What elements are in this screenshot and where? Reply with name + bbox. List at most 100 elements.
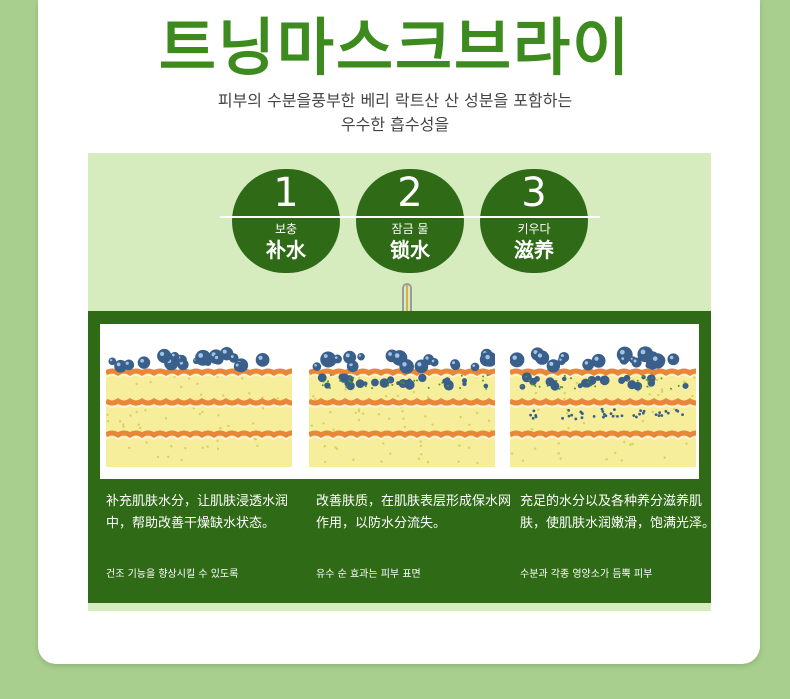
skin-layer-highlight	[510, 436, 696, 440]
texture-dot	[631, 442, 634, 446]
texture-dot	[219, 427, 222, 430]
bubble-highlight	[230, 355, 234, 358]
deep-bubble	[658, 411, 662, 415]
texture-dot	[419, 444, 423, 448]
steps-content-band: 补充肌肤水分，让肌肤浸透水润中，帮助改善干燥缺水状态。 改善肤质，在肌肤表层形成…	[88, 311, 715, 603]
deep-bubble	[675, 408, 678, 412]
skin-layers-illustration-2	[309, 348, 495, 467]
texture-dot	[227, 424, 230, 428]
bubble-highlight	[116, 362, 121, 367]
water-bubble	[137, 356, 151, 369]
nutrient-dot	[563, 374, 566, 377]
bubble-highlight	[512, 355, 517, 360]
deep-bubble	[600, 407, 604, 411]
water-bubble	[255, 352, 270, 367]
water-bubble	[534, 376, 540, 382]
skin-layer-line	[510, 397, 696, 406]
nutrient-dot	[642, 375, 645, 378]
nutrient-dot	[349, 381, 352, 384]
deep-bubble	[534, 415, 538, 419]
texture-dot	[139, 426, 142, 430]
nutrient-dot	[627, 379, 630, 382]
skin-layer-highlight	[106, 374, 292, 378]
nutrient-dot	[446, 384, 449, 387]
water-bubble	[591, 353, 606, 368]
texture-dot	[256, 444, 259, 448]
texture-dot	[122, 425, 125, 428]
texture-dot	[310, 424, 314, 427]
texture-dot	[672, 407, 676, 411]
skin-layers-illustration-1	[106, 346, 292, 467]
water-bubble	[443, 380, 454, 391]
nutrient-dot	[402, 382, 405, 385]
nutrient-dot	[349, 376, 352, 379]
texture-dot	[196, 382, 199, 386]
water-bubble	[647, 379, 656, 387]
texture-dot	[691, 394, 694, 398]
nutrient-dot	[327, 380, 330, 383]
texture-dot	[521, 459, 525, 462]
texture-dot	[352, 458, 355, 461]
bubble-highlight	[425, 356, 429, 360]
texture-dot	[582, 421, 586, 425]
texture-dot	[389, 452, 392, 455]
deep-bubble	[657, 414, 661, 418]
nutrient-dot	[485, 387, 488, 390]
nutrient-dot	[538, 385, 541, 388]
deep-bubble	[613, 408, 616, 412]
texture-dot	[323, 460, 327, 464]
deep-bubble	[581, 412, 584, 416]
nutrient-dot	[588, 378, 591, 381]
deep-bubble	[561, 416, 564, 420]
texture-dot	[387, 417, 391, 421]
texture-dot	[651, 410, 654, 414]
texture-dot	[620, 459, 624, 462]
bubble-highlight	[402, 362, 407, 367]
texture-dot	[354, 411, 357, 414]
nutrient-dot	[391, 383, 394, 386]
skin-layer-highlight	[309, 404, 495, 408]
texture-dot	[417, 457, 421, 461]
deep-bubble	[601, 410, 605, 413]
water-bubble	[667, 353, 680, 366]
nutrient-dot	[636, 379, 639, 382]
water-bubble	[233, 361, 244, 372]
nutrient-dot	[573, 387, 576, 390]
texture-dot	[563, 391, 566, 395]
skin-layer-line	[510, 368, 696, 377]
texture-dot	[424, 415, 427, 418]
step-note-1: 건조 기능을 향상시킬 수 있도록	[106, 569, 239, 580]
nutrient-dot	[559, 386, 562, 389]
bubble-highlight	[431, 359, 435, 363]
water-bubble	[633, 381, 643, 391]
skin-layer-line	[106, 397, 292, 406]
deep-bubble	[632, 414, 636, 417]
texture-dot	[605, 458, 608, 461]
texture-dot	[179, 385, 183, 389]
nutrient-dot	[387, 380, 390, 383]
texture-dot	[357, 410, 361, 413]
skin-layer-line	[106, 368, 292, 377]
nutrient-dot	[352, 376, 355, 379]
nutrient-dot	[482, 375, 485, 378]
bubble-highlight	[640, 349, 646, 355]
texture-dot	[276, 396, 279, 400]
texture-dot	[329, 411, 332, 414]
water-bubble	[418, 373, 427, 383]
deep-bubble	[664, 409, 668, 413]
deep-bubble	[639, 409, 642, 413]
texture-dot	[557, 452, 560, 455]
bubble-highlight	[214, 355, 219, 360]
nutrient-dot	[670, 387, 673, 390]
nutrient-dot	[438, 383, 441, 386]
subtitle-line-1: 피부의 수분을풍부한 베리 락트산 산 성분을 포함하는	[217, 91, 573, 110]
texture-dot	[261, 407, 265, 410]
texture-dot	[530, 427, 534, 431]
water-bubble	[343, 350, 357, 364]
bubble-highlight	[394, 353, 400, 358]
page-title: 트닝마스크브라이	[158, 11, 632, 84]
deep-bubble	[611, 414, 615, 418]
nutrient-dot	[534, 384, 537, 387]
texture-dot	[344, 388, 347, 391]
bubble-highlight	[314, 364, 317, 367]
